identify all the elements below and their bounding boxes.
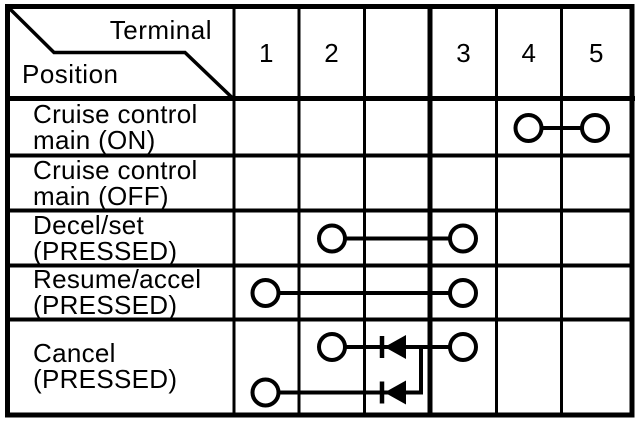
terminal-contact-circle [250,278,281,308]
terminal-contact-circle [317,332,347,362]
terminal-contact-circle [250,377,281,408]
position-row-label: Resume/accel(PRESSED) [12,265,230,319]
position-row-label-line: Cancel [33,338,116,368]
position-row-label-line: main (ON) [33,125,156,155]
position-row-label-line: Resume/accel [33,264,202,294]
position-row-label-line: (PRESSED) [33,235,178,266]
position-row-label: Cancel(PRESSED) [12,319,230,413]
position-row-label-line: main (OFF) [33,180,169,211]
terminal-contact-circle [448,278,478,308]
terminal-column-header-5: 5 [589,37,604,68]
terminal-column-header-4: 4 [521,37,537,68]
position-row-label: Decel/set(PRESSED) [12,210,230,265]
position-row-label-line: Decel/set [33,209,145,240]
position-row-label-line: Cruise control [33,99,198,129]
position-row-label-line: (PRESSED) [33,290,178,320]
position-row-label-line: Cruise control [33,154,198,185]
terminal-contact-circle [580,113,610,143]
terminal-contact-circle [513,113,544,143]
corner-diagonal-divider [8,7,234,99]
position-row-label-line: (PRESSED) [33,364,178,394]
corner-terminal-label: Terminal [109,15,212,45]
terminal-contact-circle [317,223,347,254]
terminal-column-header-1: 1 [259,37,274,68]
terminal-column-header-3: 3 [456,37,472,68]
corner-position-label: Position [22,59,119,89]
terminal-contact-circle [448,332,478,362]
terminal-contact-circle [448,223,478,254]
diode-triangle [384,380,406,405]
diode-triangle [384,335,406,359]
terminal-column-header-blank [366,8,428,98]
terminal-column-header-2: 2 [324,37,340,68]
